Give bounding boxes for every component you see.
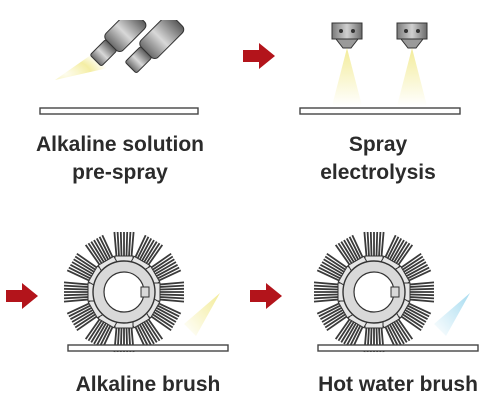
rotating-brush-icon xyxy=(313,231,479,353)
step-4-label-line1: Hot water brush xyxy=(318,373,478,396)
step-1-label-line2: pre-spray xyxy=(72,161,168,184)
arrow-right-icon xyxy=(250,283,282,309)
arrow-right-icon xyxy=(6,283,38,309)
step-2-label-line1: Spray xyxy=(348,133,408,156)
step-3-label: Alkaline brush xyxy=(28,371,268,399)
rotating-brush-icon xyxy=(63,231,229,353)
spray-bottles-icon xyxy=(39,20,199,115)
step-2-label-line2: electrolysis xyxy=(320,161,436,184)
step-1-label: Alkaline solution pre-spray xyxy=(0,131,240,187)
spray-nozzles-icon xyxy=(299,22,461,115)
arrow-right-icon xyxy=(243,43,275,69)
step-3-label-line1: Alkaline brush xyxy=(75,373,221,396)
step-4-label: Hot water brush xyxy=(278,371,500,399)
step-2-label: Spray electrolysis xyxy=(258,131,498,187)
step-1-label-line1: Alkaline solution xyxy=(35,133,205,156)
